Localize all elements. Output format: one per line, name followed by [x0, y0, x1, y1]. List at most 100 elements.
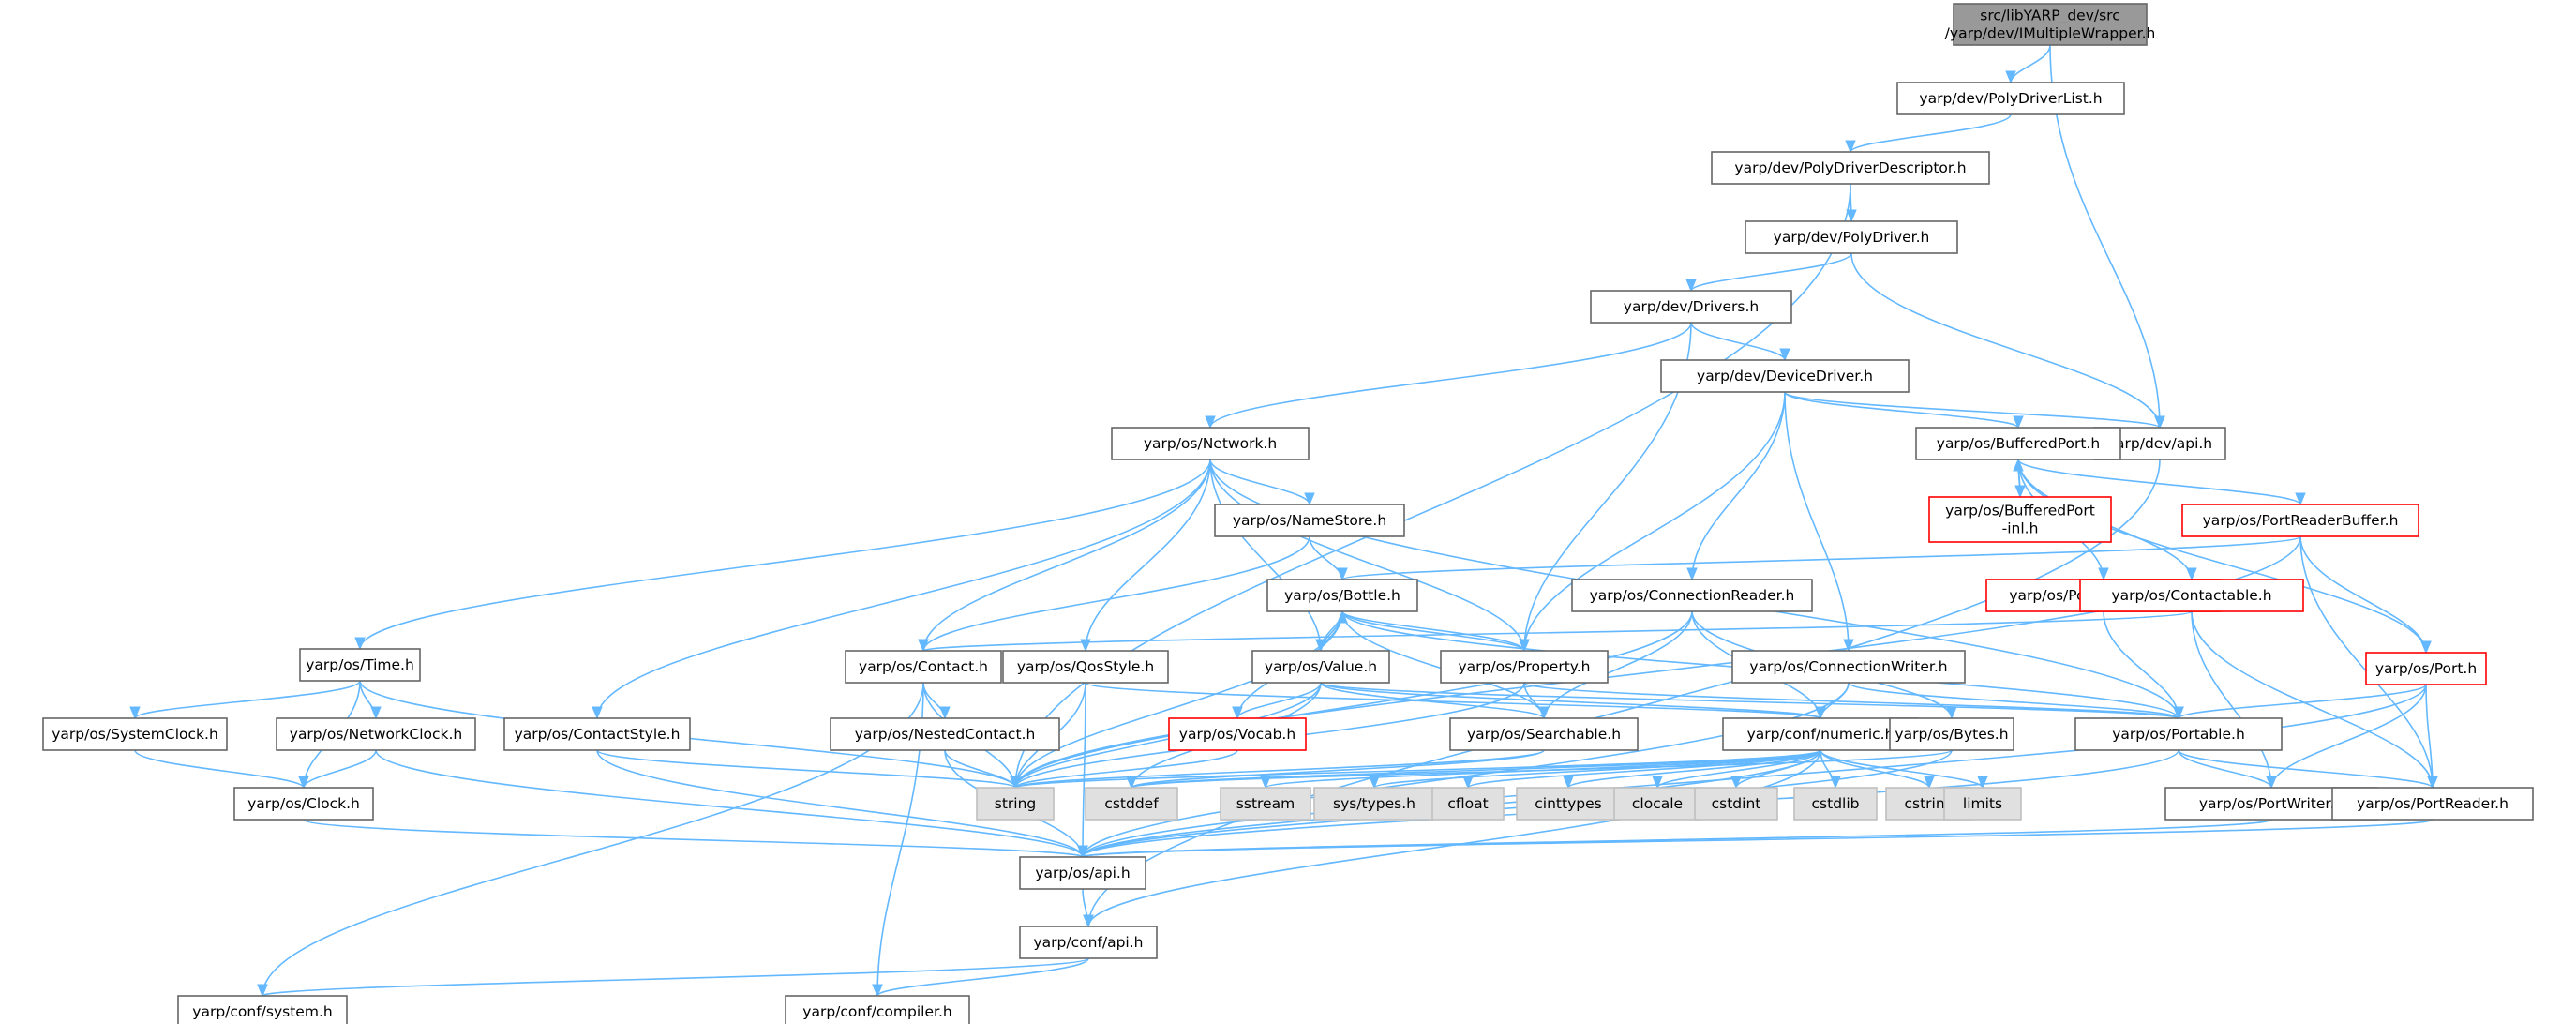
edge-contactable-to-portreader — [2191, 610, 2438, 790]
node-label: yarp/os/BufferedPort — [1945, 503, 2095, 520]
node-bufferedportinl[interactable]: yarp/os/BufferedPort-inl.h — [1928, 496, 2112, 543]
node-cstddef: cstddef — [1085, 787, 1178, 821]
edge-network-to-qosstyle — [1080, 459, 1211, 653]
node-root[interactable]: src/libYARP_dev/src/yarp/dev/IMultipleWr… — [1945, 3, 2156, 46]
node-label: yarp/os/Port.h — [2375, 660, 2477, 677]
node-searchable[interactable]: yarp/os/Searchable.h — [1449, 717, 1639, 751]
edge-root-to-polydriverlist — [2005, 44, 2051, 84]
node-label: yarp/os/Contact.h — [859, 658, 988, 675]
node-label: cinttypes — [1535, 795, 1601, 812]
node-network[interactable]: yarp/os/Network.h — [1111, 427, 1310, 460]
node-label: yarp/os/PortReader.h — [2357, 795, 2509, 812]
node-label: yarp/conf/api.h — [1033, 934, 1143, 951]
node-label: string — [995, 795, 1037, 812]
node-label: yarp/os/api.h — [1035, 865, 1130, 881]
edge-drivers-to-network — [1205, 322, 1692, 429]
node-label: src/libYARP_dev/src — [1980, 8, 2119, 25]
node-label: cstring — [1904, 795, 1954, 812]
node-polydriverdescriptor[interactable]: yarp/dev/PolyDriverDescriptor.h — [1711, 151, 1990, 185]
node-label: yarp/os/Bottle.h — [1284, 587, 1400, 604]
node-label: yarp/dev/DeviceDriver.h — [1697, 368, 1873, 384]
node-bufferedport[interactable]: yarp/os/BufferedPort.h — [1915, 427, 2121, 460]
node-confapi[interactable]: yarp/conf/api.h — [1019, 926, 1158, 959]
node-cstdlib: cstdlib — [1793, 787, 1878, 821]
node-label: yarp/os/ConnectionReader.h — [1590, 587, 1795, 604]
edge-value-to-vocab — [1232, 682, 1322, 720]
node-contactable[interactable]: yarp/os/Contactable.h — [2079, 579, 2304, 612]
edge-portable-to-portreader — [2178, 749, 2438, 790]
edge-confapi-to-compiler — [872, 957, 1089, 998]
node-property[interactable]: yarp/os/Property.h — [1440, 650, 1609, 684]
edge-polydriver-to-drivers — [1685, 252, 1852, 293]
node-string: string — [976, 787, 1055, 821]
node-namestore[interactable]: yarp/os/NameStore.h — [1214, 504, 1405, 537]
node-label: cstddef — [1104, 795, 1159, 812]
edge-network-to-namestore — [1209, 459, 1315, 506]
node-polydriverlist[interactable]: yarp/dev/PolyDriverList.h — [1896, 82, 2125, 115]
node-label: /yarp/dev/IMultipleWrapper.h — [1945, 25, 2156, 42]
node-devicedriver[interactable]: yarp/dev/DeviceDriver.h — [1660, 359, 1910, 393]
node-cinttypes: cinttypes — [1516, 787, 1621, 821]
edge-systemclock-to-clock — [134, 749, 309, 790]
node-osapi[interactable]: yarp/os/api.h — [1019, 856, 1146, 890]
node-time[interactable]: yarp/os/Time.h — [299, 648, 421, 682]
node-label: yarp/os/Bytes.h — [1895, 726, 2008, 743]
edge-devicedriver-to-devapi — [1784, 391, 2165, 429]
node-port[interactable]: yarp/os/Port.h — [2365, 652, 2487, 685]
node-label: yarp/dev/PolyDriver.h — [1774, 229, 1930, 246]
node-label: yarp/os/Portable.h — [2112, 726, 2245, 743]
edge-bottle-to-value — [1315, 610, 1343, 653]
node-systypes: sys/types.h — [1313, 787, 1435, 821]
edge-network-to-time — [354, 459, 1211, 651]
edge-namestore-to-bottle — [1309, 535, 1348, 581]
edge-portreaderbuffer-to-port — [2299, 535, 2432, 655]
node-contactstyle[interactable]: yarp/os/ContactStyle.h — [503, 717, 691, 751]
node-label: clocale — [1632, 795, 1683, 812]
node-nestedcontact[interactable]: yarp/os/NestedContact.h — [830, 717, 1060, 751]
node-contact[interactable]: yarp/os/Contact.h — [845, 650, 1002, 684]
node-label: sys/types.h — [1333, 795, 1415, 812]
node-bytes[interactable]: yarp/os/Bytes.h — [1889, 717, 2014, 751]
node-portreader[interactable]: yarp/os/PortReader.h — [2331, 787, 2534, 821]
node-clock[interactable]: yarp/os/Clock.h — [233, 787, 374, 821]
node-label: yarp/os/Network.h — [1144, 435, 1277, 452]
node-compiler[interactable]: yarp/conf/compiler.h — [785, 995, 970, 1024]
node-label: -inl.h — [2002, 520, 2039, 537]
edge-network-to-contact — [918, 459, 1211, 653]
node-connectionreader[interactable]: yarp/os/ConnectionReader.h — [1571, 579, 1813, 612]
edge-bytes-to-cstddef — [1126, 749, 1953, 790]
node-portreaderbuffer[interactable]: yarp/os/PortReaderBuffer.h — [2181, 504, 2419, 537]
node-label: limits — [1963, 795, 2002, 812]
edge-devicedriver-to-connectionreader — [1686, 391, 1786, 581]
node-label: cfloat — [1447, 795, 1488, 812]
node-label: yarp/os/NameStore.h — [1233, 512, 1386, 529]
node-portable[interactable]: yarp/os/Portable.h — [2074, 717, 2283, 751]
node-value[interactable]: yarp/os/Value.h — [1251, 650, 1390, 684]
node-label: yarp/os/Time.h — [306, 656, 414, 673]
node-qosstyle[interactable]: yarp/os/QosStyle.h — [1002, 650, 1169, 684]
node-cfloat: cfloat — [1431, 787, 1505, 821]
edge-osapi-to-confapi — [1082, 888, 1094, 928]
edge-numeric-to-cfloat — [1462, 749, 1821, 790]
edge-qosstyle-to-osapi — [1077, 682, 1088, 859]
node-systemclock[interactable]: yarp/os/SystemClock.h — [42, 717, 228, 751]
node-connectionwriter[interactable]: yarp/os/ConnectionWriter.h — [1731, 650, 1966, 684]
node-label: yarp/os/NetworkClock.h — [290, 726, 462, 743]
node-drivers[interactable]: yarp/dev/Drivers.h — [1590, 290, 1792, 324]
edge-contactable-to-portwriter — [2191, 610, 2277, 790]
node-polydriver[interactable]: yarp/dev/PolyDriver.h — [1745, 220, 1958, 254]
node-vocab[interactable]: yarp/os/Vocab.h — [1168, 717, 1307, 751]
graph-nodes: src/libYARP_dev/src/yarp/dev/IMultipleWr… — [42, 3, 2534, 1024]
edge-bufferedport-to-portreaderbuffer — [2017, 459, 2306, 506]
node-label: yarp/os/NestedContact.h — [855, 726, 1036, 743]
node-numeric[interactable]: yarp/conf/numeric.h — [1722, 717, 1919, 751]
node-label: yarp/conf/system.h — [192, 1003, 332, 1020]
node-bottle[interactable]: yarp/os/Bottle.h — [1266, 579, 1418, 612]
node-label: yarp/os/QosStyle.h — [1017, 658, 1154, 675]
node-label: yarp/os/ContactStyle.h — [515, 726, 681, 743]
node-system[interactable]: yarp/conf/system.h — [177, 995, 348, 1024]
node-networkclock[interactable]: yarp/os/NetworkClock.h — [276, 717, 476, 751]
edge-drivers-to-devicedriver — [1690, 322, 1790, 362]
edge-devicedriver-to-bufferedport — [1784, 391, 2024, 429]
